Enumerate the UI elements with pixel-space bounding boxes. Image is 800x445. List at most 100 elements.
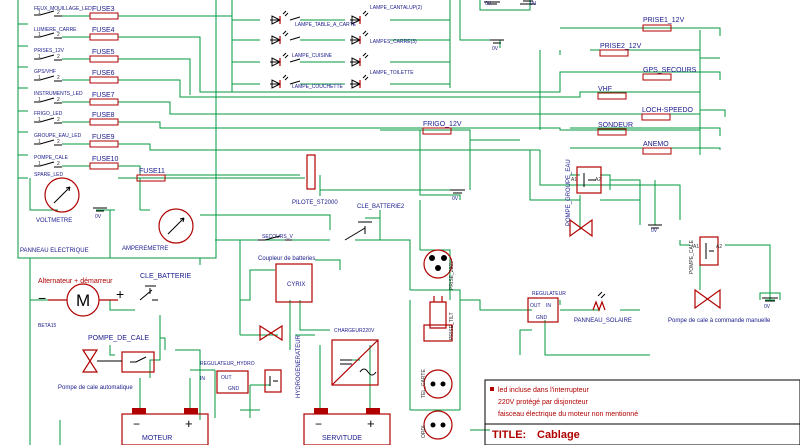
lamp-label-cuisine: LAMPE_CUISINE bbox=[292, 53, 333, 59]
battery-servitude bbox=[303, 408, 391, 445]
pompe-cale-relay-label: POMPE_CALE bbox=[689, 239, 695, 274]
ammeter-icon bbox=[158, 208, 194, 244]
pompe-manuelle-label: Pompe de cale à commande manuelle bbox=[668, 318, 771, 324]
switch-label-prises: PRISES_12V bbox=[34, 48, 65, 54]
panel-label: PANNEAU ELECTRIQUE bbox=[20, 248, 89, 254]
battery-moteur-plus: + bbox=[185, 416, 193, 431]
led-icon-table bbox=[270, 10, 289, 25]
svg-text:2: 2 bbox=[57, 161, 60, 167]
motor-minus: − bbox=[38, 290, 46, 306]
switch-label-spare: SPARE_LED bbox=[34, 172, 63, 178]
motor-plus: + bbox=[116, 286, 124, 302]
coupleur-label: Coupleur de batteries bbox=[258, 256, 315, 262]
switch-label-instruments: INSTRUMENTS_LED bbox=[34, 91, 83, 97]
zero-v-label: 0V bbox=[452, 196, 459, 202]
alternateur-label: Alternateur + démarreur bbox=[38, 278, 113, 285]
zero-v-label: 0V bbox=[651, 228, 658, 234]
zero-v-label: 0V bbox=[530, 1, 537, 7]
cle-batterie-icon bbox=[139, 285, 158, 301]
svg-text:2: 2 bbox=[57, 10, 60, 16]
output-prise2: PRISE2_12V bbox=[600, 43, 642, 50]
ordi-label: ORDI bbox=[421, 426, 427, 439]
regulateur-label: REGULATEUR bbox=[532, 291, 566, 297]
pompe-auto-label: Pompe de cale automatique bbox=[58, 385, 133, 391]
switch-label-lumiere: LUMIERE_CARRE bbox=[34, 27, 77, 33]
manual-pump-relay-icon bbox=[694, 236, 721, 310]
switch-label-feux: FEUX_MOUILLAGE_LED bbox=[34, 6, 92, 12]
pin-a1: A1 bbox=[571, 177, 577, 183]
fuse-label: FUSE6 bbox=[92, 70, 115, 77]
fuse-9 bbox=[89, 140, 119, 148]
regulateur-gnd: GND bbox=[536, 315, 548, 321]
cle-batterie2-label: CLE_BATTERIE2 bbox=[357, 204, 405, 210]
led-icon-extra bbox=[270, 74, 289, 89]
cle-batterie-label: CLE_BATTERIE bbox=[140, 273, 192, 280]
cyrix-box bbox=[275, 263, 313, 303]
pompe-de-cale-label: POMPE_DE_CALE bbox=[88, 335, 149, 342]
ground-symbol-7 bbox=[520, 0, 536, 5]
output-sondeur: SONDEUR bbox=[598, 122, 633, 129]
lamp-label-couchette: LAMPE_COUCHETTE bbox=[292, 84, 344, 90]
fuse-3 bbox=[89, 12, 119, 20]
led-icon-carre bbox=[350, 30, 369, 45]
pilote-label: PILOTE_ST2000 bbox=[292, 200, 338, 206]
svg-text:2: 2 bbox=[57, 97, 60, 103]
title-block-frame bbox=[484, 379, 800, 445]
wires bbox=[17, 0, 781, 445]
regulateur-out: OUT bbox=[530, 303, 541, 309]
ground-symbol-4 bbox=[93, 207, 107, 212]
lamp-label-cantalup: LAMPE_CANTALUP(2) bbox=[370, 5, 422, 11]
ground-symbol-3 bbox=[450, 189, 465, 194]
hydro-relay-icon bbox=[264, 369, 282, 393]
battery-moteur-minus: − bbox=[133, 417, 140, 431]
lamp-label-carre: LAMPES_CARRE(3) bbox=[370, 39, 417, 45]
title-label: TITLE: bbox=[492, 429, 526, 441]
pompe-auto-icon bbox=[81, 349, 155, 373]
groupe-eau-relay-icon bbox=[569, 166, 602, 238]
fuse-6 bbox=[89, 76, 119, 84]
ground-symbol-6 bbox=[762, 297, 778, 302]
svg-text:1: 1 bbox=[38, 75, 41, 81]
lamp-symbols bbox=[270, 10, 369, 89]
note-1: led incluse dans l'interrupteur bbox=[498, 387, 590, 394]
output-anemo: ANEMO bbox=[643, 141, 669, 148]
ground-symbol-1 bbox=[484, 1, 500, 5]
battery-servitude-minus: − bbox=[315, 417, 322, 431]
regulateur-hydro-box bbox=[216, 370, 249, 394]
fuse-5 bbox=[89, 55, 119, 63]
title-value: Cablage bbox=[537, 429, 580, 441]
fuse-label: FUSE9 bbox=[92, 134, 115, 141]
chargeur-icon bbox=[331, 339, 379, 386]
output-vhf: VHF bbox=[598, 86, 612, 93]
fuse-bodies bbox=[89, 12, 166, 182]
svg-text:1: 1 bbox=[38, 161, 41, 167]
regulateur-box bbox=[527, 297, 559, 323]
svg-text:1: 1 bbox=[38, 10, 41, 16]
note-2: 220V protégé par disjoncteur bbox=[498, 399, 589, 406]
ground-symbol-2 bbox=[490, 39, 504, 44]
battery-moteur-label: MOTEUR bbox=[142, 435, 172, 442]
output-gps-secours: GPS_SECOURS bbox=[643, 67, 697, 74]
output-frigo: FRIGO_12V bbox=[423, 121, 462, 128]
pilote-icon bbox=[306, 154, 316, 190]
tel-carte-label: TEL_CARTE bbox=[421, 369, 427, 398]
pin-a1: A1 bbox=[693, 244, 699, 250]
reg-hydro-gnd: GND bbox=[228, 386, 240, 392]
fuse-label: FUSE11 bbox=[139, 168, 165, 175]
battery-servitude-plus: + bbox=[367, 416, 375, 431]
fuse-4 bbox=[89, 33, 119, 41]
battery-servitude-label: SERVITUDE bbox=[322, 435, 362, 442]
pompe-groupe-label: POMPE_GROUPE_EAU bbox=[566, 159, 572, 226]
secours-switch-icon bbox=[258, 235, 292, 241]
led-icon-cuisine bbox=[270, 30, 289, 45]
fuse-label: FUSE7 bbox=[92, 92, 115, 99]
zero-v-label: 0V bbox=[764, 304, 771, 310]
ammeter-label: AMPEREMETRE bbox=[122, 246, 168, 252]
pin-a2: A2 bbox=[716, 244, 722, 250]
